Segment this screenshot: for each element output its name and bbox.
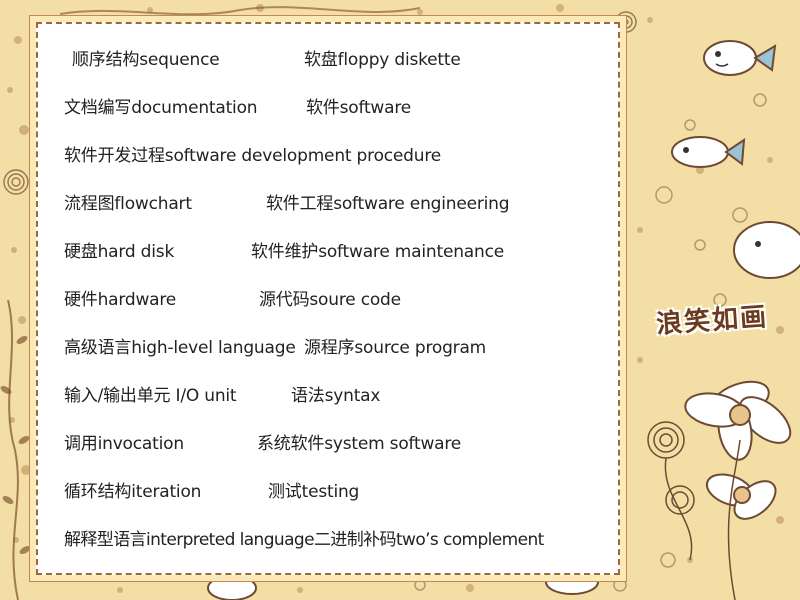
vocab-row: 解释型语言interpreted language二进制补码two’s comp… [64,526,544,554]
vocab-row: 流程图flowchart 软件工程software engineering [64,190,510,218]
vocab-row: 硬盘hard disk 软件维护software maintenance [64,238,504,266]
vocab-term-right: 二进制补码two’s complement [313,530,544,550]
vocab-row: 循环结构iteration 测试testing [64,478,359,506]
vocab-row: 文档编写documentation 软件software [64,94,411,122]
vocab-row: 软件开发过程software development procedure [64,142,441,170]
vocab-term-right: 源程序source program [304,338,487,358]
vocab-term-left: 硬盘hard disk [64,242,175,262]
vocab-row: 顺序结构sequence 软盘floppy diskette [72,46,461,74]
vocab-term-right: 系统软件system software [257,434,462,454]
vocab-term-left: 软件开发过程software development procedure [64,146,442,166]
vocab-term-left: 调用invocation [64,434,184,454]
vocab-term-right: 软件工程software engineering [266,194,510,214]
brand-text: 浪笑如画 [655,302,770,340]
vocab-row: 输入/输出单元 I/O unit 语法syntax [64,382,380,410]
vocab-term-left: 循环结构iteration [64,482,202,502]
vocab-term-left: 硬件hardware [64,290,177,310]
vocab-term-right: 源代码soure code [259,290,401,310]
vocab-term-left: 输入/输出单元 I/O unit [64,386,237,406]
vocab-row: 调用invocation 系统软件system software [64,430,461,458]
vocabulary-card: 顺序结构sequence 软盘floppy diskette 文档编写docume… [36,22,620,575]
vocab-term-right: 软盘floppy diskette [304,50,461,70]
vocab-term-right: 软件维护software maintenance [251,242,504,262]
vocab-term-left: 顺序结构sequence [72,50,220,70]
vocab-row: 高级语言high-level language 源程序source program [64,334,486,362]
vocab-term-left: 流程图flowchart [64,194,192,214]
vocab-row: 硬件hardware 源代码soure code [64,286,401,314]
vocab-term-right: 软件software [306,98,412,118]
vocab-term-right: 测试testing [268,482,360,502]
vocab-term-right: 语法syntax [291,386,381,406]
vocab-term-left: 解释型语言interpreted language [64,530,315,550]
vocab-term-left: 文档编写documentation [64,98,258,118]
vocab-term-left: 高级语言high-level language [64,338,296,358]
